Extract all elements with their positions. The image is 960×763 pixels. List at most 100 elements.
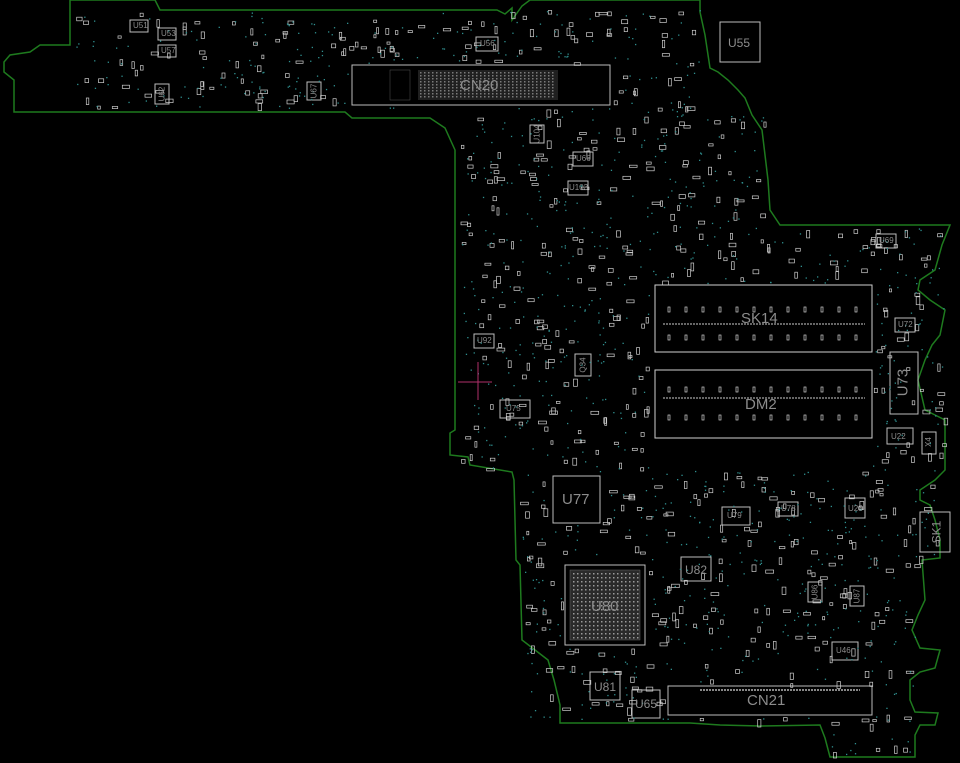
- via: [475, 322, 477, 325]
- via: [501, 291, 503, 293]
- via: [667, 196, 669, 198]
- label-dm2: DM2: [745, 396, 777, 413]
- chip-q34[interactable]: [574, 353, 592, 377]
- via: [163, 95, 165, 97]
- pad: [581, 577, 583, 579]
- via: [921, 349, 923, 351]
- chip-u22[interactable]: [886, 427, 914, 445]
- chip-u75[interactable]: [499, 399, 531, 419]
- via: [583, 227, 585, 229]
- pad: [616, 230, 621, 238]
- chip-sk1[interactable]: [919, 511, 951, 553]
- via: [876, 303, 879, 305]
- via: [807, 623, 809, 626]
- pad: [568, 155, 576, 159]
- chip-u46[interactable]: [831, 641, 859, 661]
- pad: [615, 670, 622, 675]
- chip-u81[interactable]: [589, 671, 621, 701]
- pad: [581, 621, 583, 623]
- via: [579, 438, 582, 441]
- pad: [520, 90, 522, 92]
- pad: [761, 487, 766, 493]
- via: [505, 357, 508, 359]
- pad: [552, 84, 554, 86]
- via: [696, 627, 698, 629]
- chip-u78[interactable]: [777, 501, 799, 517]
- via: [574, 549, 577, 551]
- chip-x4[interactable]: [921, 431, 937, 455]
- pad: [475, 59, 482, 64]
- chip-u104[interactable]: [529, 124, 545, 144]
- pad: [581, 637, 583, 639]
- chip-u56[interactable]: [475, 36, 499, 52]
- pad: [577, 577, 579, 579]
- pad: [911, 400, 916, 406]
- via: [676, 116, 679, 118]
- chip-u55[interactable]: [719, 21, 761, 63]
- pad: [440, 93, 442, 95]
- pad: [260, 89, 268, 94]
- via: [885, 344, 887, 347]
- socket-sk14[interactable]: [654, 284, 873, 353]
- chip-u79[interactable]: [721, 506, 751, 526]
- via: [662, 507, 664, 509]
- pad: [477, 117, 484, 122]
- via: [530, 716, 532, 718]
- pad: [751, 195, 759, 200]
- chip-u62[interactable]: [154, 83, 170, 105]
- pad: [456, 84, 458, 86]
- chip-u73[interactable]: [889, 351, 919, 415]
- via: [857, 580, 859, 582]
- pad: [689, 62, 695, 67]
- socket-dm2[interactable]: [654, 369, 873, 439]
- pad: [735, 669, 740, 674]
- chip-u92[interactable]: [473, 333, 495, 349]
- via: [708, 554, 710, 556]
- pad: [633, 585, 635, 587]
- pad: [452, 90, 454, 92]
- chip-u87[interactable]: [849, 585, 865, 607]
- via: [748, 233, 750, 236]
- via: [477, 413, 480, 415]
- pad: [531, 645, 535, 654]
- via: [711, 649, 713, 651]
- pad: [464, 87, 466, 89]
- pad: [590, 267, 595, 272]
- pad: [482, 274, 488, 279]
- label-u75: U75: [506, 404, 521, 413]
- chip-u72[interactable]: [894, 317, 916, 333]
- pad: [573, 633, 575, 635]
- chip-u51[interactable]: [129, 19, 149, 33]
- pad: [492, 196, 497, 202]
- pad: [879, 619, 886, 624]
- chip-u66[interactable]: [572, 151, 594, 167]
- label-u82: U82: [685, 563, 708, 577]
- pad: [492, 44, 497, 50]
- pad: [496, 177, 506, 181]
- pad: [885, 607, 890, 611]
- pad: [625, 601, 627, 603]
- chip-u57[interactable]: [157, 44, 177, 58]
- chip-u86[interactable]: [807, 581, 823, 603]
- chip-u67[interactable]: [306, 81, 322, 101]
- pad: [543, 508, 549, 517]
- pad: [286, 99, 295, 105]
- via: [563, 356, 566, 358]
- pad: [930, 484, 936, 489]
- connector-cn21[interactable]: [667, 685, 873, 716]
- label-cn20: CN20: [460, 77, 499, 94]
- pad: [548, 96, 550, 98]
- via: [533, 158, 535, 160]
- pad: [474, 42, 482, 47]
- chip-u53[interactable]: [157, 27, 177, 41]
- chip-u23[interactable]: [844, 497, 866, 519]
- via: [300, 54, 302, 56]
- via: [503, 262, 505, 264]
- chip-u103[interactable]: [567, 180, 589, 196]
- via: [666, 541, 668, 544]
- chip-u77[interactable]: [552, 475, 601, 524]
- pad: [870, 239, 876, 246]
- via: [610, 28, 612, 30]
- pad: [859, 501, 865, 510]
